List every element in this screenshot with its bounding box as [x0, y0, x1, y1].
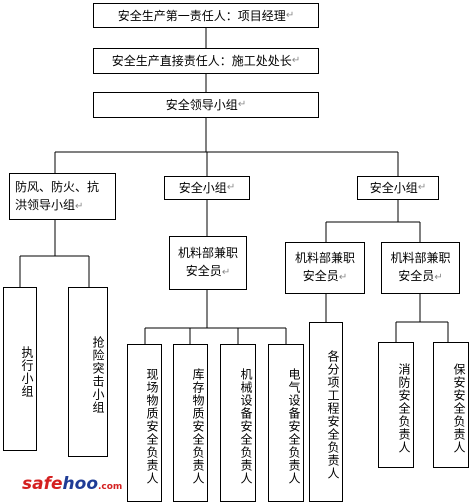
flood-fire-group-label: 防风、防火、抗洪领导小组 [15, 179, 100, 212]
machinery-officer-box: 机械设备安全负责人 [220, 344, 256, 502]
materials-officer-b-label: 机料部兼职安全员 [294, 251, 355, 283]
fire-officer-box: 消防安全负责人 [378, 342, 414, 468]
machinery-officer-label: 机械设备安全负责人 [239, 367, 253, 485]
top-responsible-label: 安全生产第一责任人：项目经理 [117, 8, 286, 23]
warehouse-officer-box: 库存物质安全负责人 [173, 344, 208, 502]
electrical-officer-box: 电气设备安全负责人 [268, 344, 304, 502]
warehouse-officer-label: 库存物质安全负责人 [191, 367, 205, 485]
electrical-officer-label: 电气设备安全负责人 [287, 367, 301, 485]
site-material-officer-label: 现场物质安全负责人 [145, 367, 159, 485]
security-officer-label: 保安安全负责人 [452, 362, 466, 454]
safety-leader-group-box: 安全领导小组↵ [93, 92, 319, 118]
execution-team-box: 执行小组 [3, 287, 37, 451]
materials-officer-c-label: 机料部兼职安全员 [390, 251, 451, 283]
rescue-team-label: 抢险突击小组 [91, 336, 105, 414]
direct-responsible-box: 安全生产直接责任人：施工处处长↵ [93, 48, 319, 74]
subproject-officer-box: 各分项工程安全负责人 [309, 322, 343, 502]
execution-team-label: 执行小组 [20, 346, 34, 398]
safety-group-b-box: 安全小组↵ [357, 176, 439, 200]
materials-officer-a-box: 机料部兼职安全员↵ [169, 236, 247, 290]
fire-officer-label: 消防安全负责人 [397, 362, 411, 454]
rescue-team-box: 抢险突击小组 [68, 287, 108, 457]
safety-leader-group-label: 安全领导小组 [165, 98, 238, 112]
top-responsible-box: 安全生产第一责任人：项目经理↵ [93, 3, 319, 28]
site-material-officer-box: 现场物质安全负责人 [127, 344, 162, 502]
safehoo-watermark: safehoo.com [22, 474, 123, 494]
direct-responsible-label: 安全生产直接责任人：施工处处长 [111, 54, 292, 68]
safety-group-a-label: 安全小组 [178, 181, 227, 195]
materials-officer-c-box: 机料部兼职安全员↵ [381, 242, 460, 294]
safety-group-b-label: 安全小组 [369, 181, 418, 195]
security-officer-box: 保安安全负责人 [433, 342, 469, 468]
subproject-officer-label: 各分项工程安全负责人 [326, 350, 340, 480]
safety-group-a-box: 安全小组↵ [164, 176, 250, 200]
materials-officer-a-label: 机料部兼职安全员 [177, 246, 238, 278]
materials-officer-b-box: 机料部兼职安全员↵ [285, 242, 365, 294]
flood-fire-group-box: 防风、防火、抗洪领导小组↵ [9, 173, 116, 220]
